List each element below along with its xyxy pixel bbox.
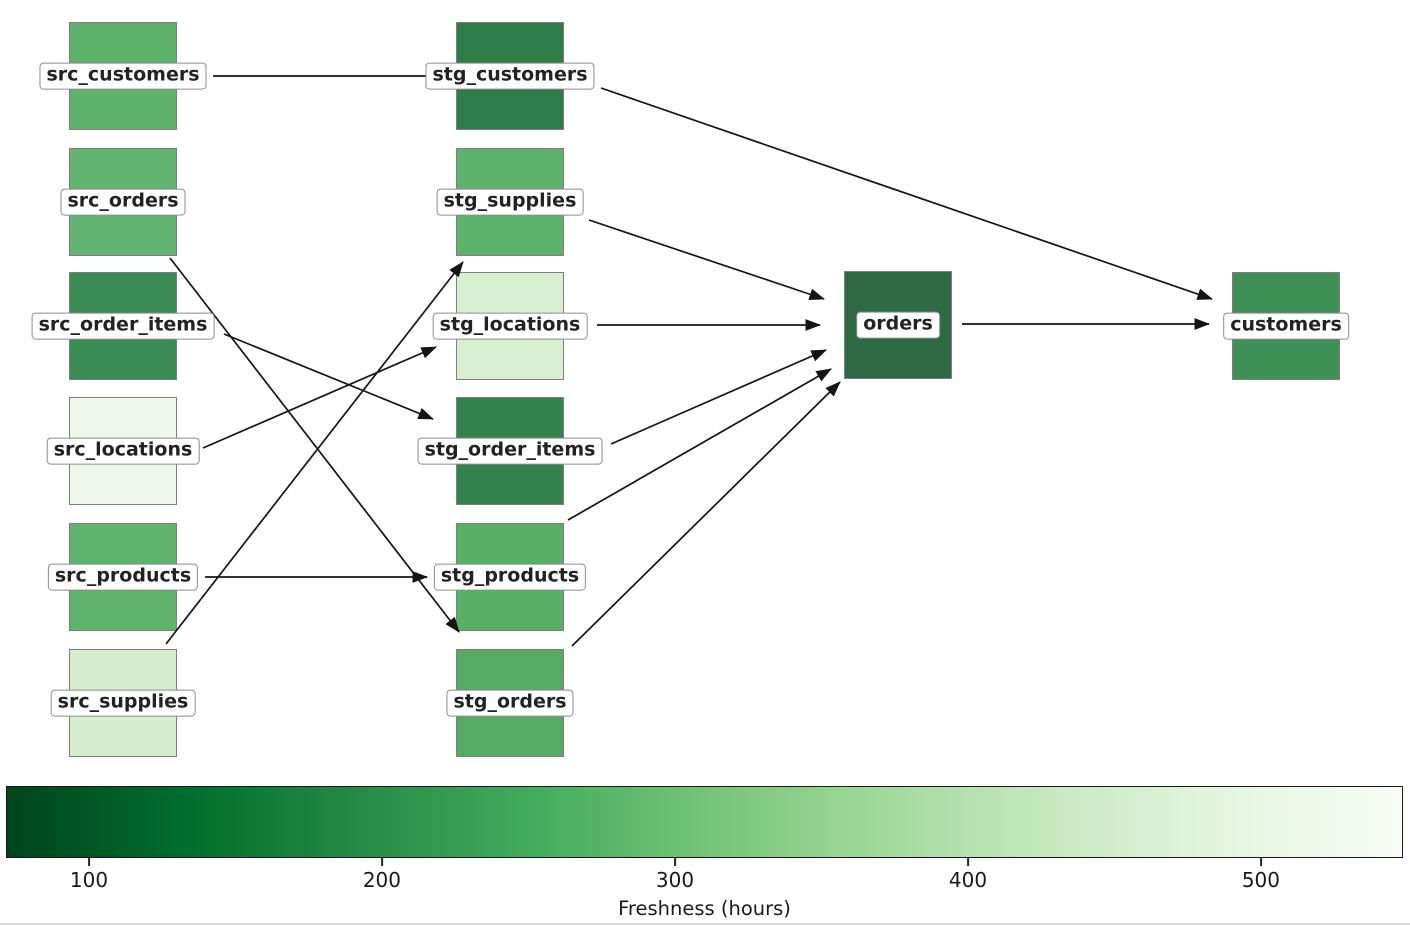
node-label-stg_order_items[interactable]: stg_order_items (417, 437, 603, 465)
node-label-stg_locations[interactable]: stg_locations (432, 312, 588, 340)
node-label-src_orders[interactable]: src_orders (60, 188, 186, 216)
node-label-src_order_items[interactable]: src_order_items (31, 312, 215, 340)
colorbar-tick-label-500: 500 (1241, 868, 1281, 892)
node-label-stg_products[interactable]: stg_products (433, 563, 587, 591)
figure-bottom-rule (0, 923, 1410, 925)
colorbar-tick-label-200: 200 (362, 868, 402, 892)
node-label-stg_customers[interactable]: stg_customers (425, 62, 595, 90)
colorbar-tick-mark-300 (674, 858, 676, 866)
colorbar-tick-label-300: 300 (655, 868, 695, 892)
colorbar-tick-label-400: 400 (948, 868, 988, 892)
colorbar-gradient-bar (6, 786, 1403, 858)
node-label-src_locations[interactable]: src_locations (46, 437, 200, 465)
node-label-stg_supplies[interactable]: stg_supplies (436, 188, 584, 216)
node-label-src_products[interactable]: src_products (47, 563, 199, 591)
colorbar-tick-label-100: 100 (69, 868, 109, 892)
colorbar-tick-mark-200 (381, 858, 383, 866)
node-label-src_customers[interactable]: src_customers (39, 62, 207, 90)
node-label-customers[interactable]: customers (1223, 312, 1349, 340)
node-label-src_supplies[interactable]: src_supplies (50, 689, 196, 717)
colorbar-tick-mark-500 (1260, 858, 1262, 866)
node-label-orders[interactable]: orders (856, 311, 940, 339)
node-label-stg_orders[interactable]: stg_orders (446, 689, 574, 717)
colorbar-tick-mark-100 (88, 858, 90, 866)
colorbar-axis-label: Freshness (hours) (618, 897, 791, 920)
colorbar-tick-mark-400 (967, 858, 969, 866)
